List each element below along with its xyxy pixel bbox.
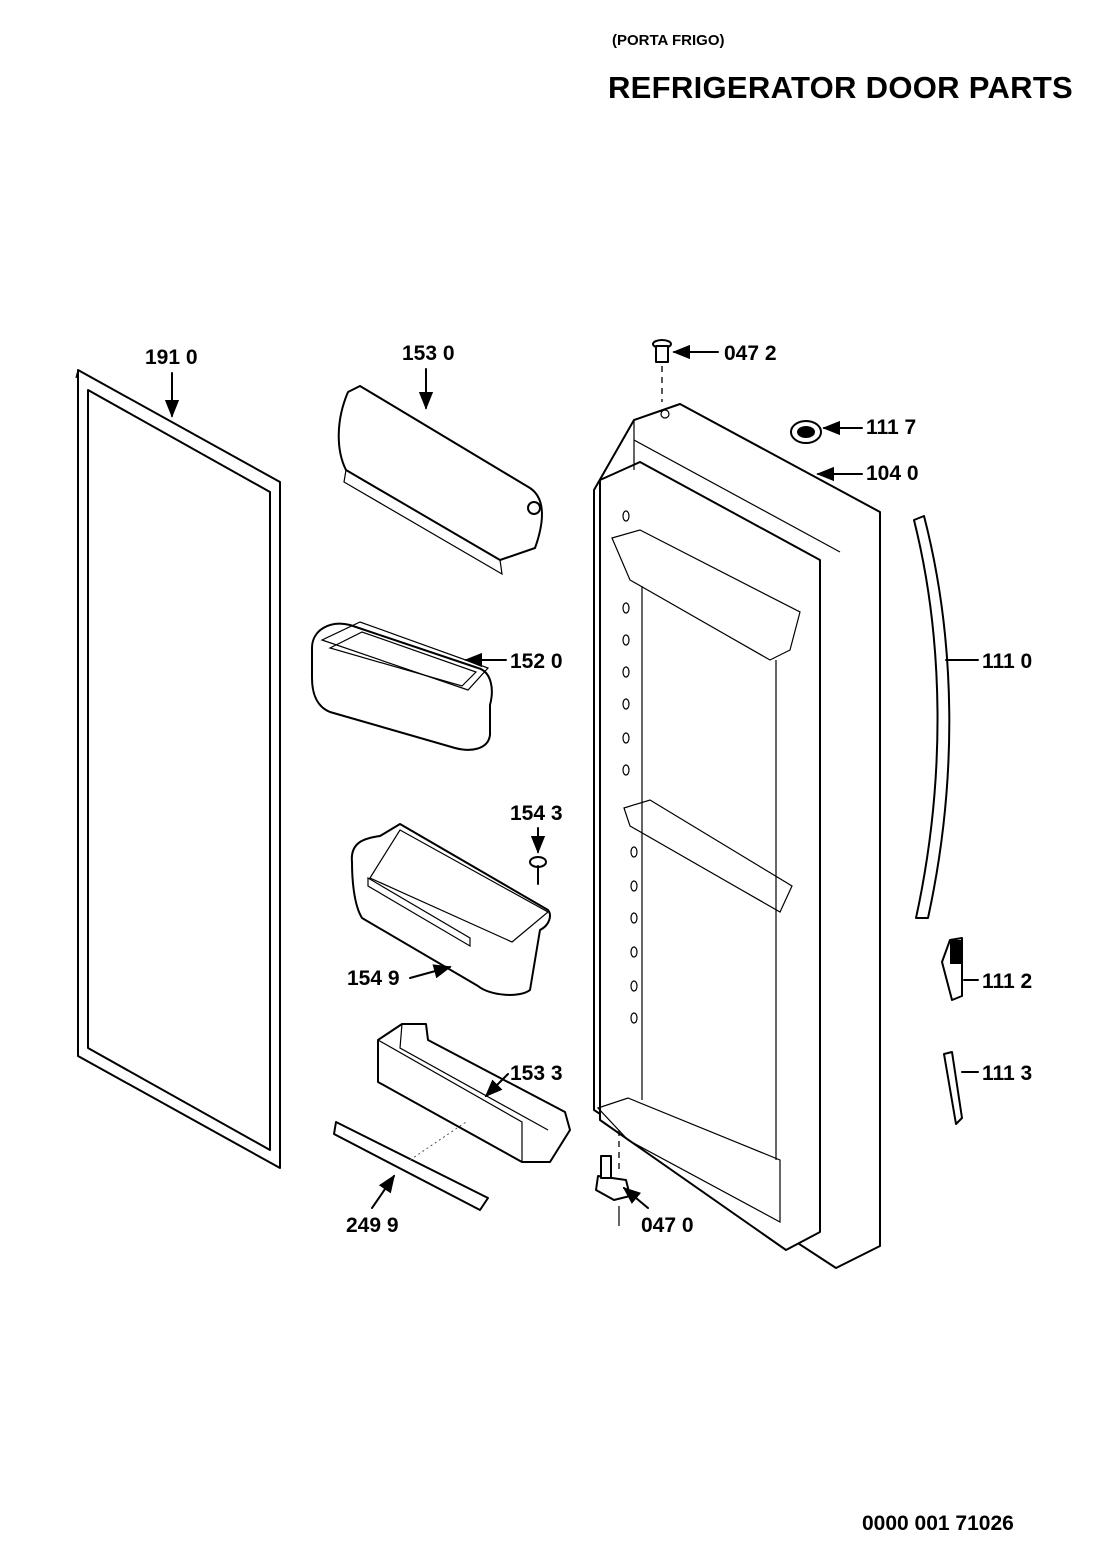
- dairy-cover: [337, 385, 543, 576]
- callout-111-7: 111 7: [866, 416, 916, 439]
- callout-111-2: 111 2: [982, 970, 1032, 993]
- door-handle: [913, 515, 951, 919]
- callout-111-3: 111 3: [982, 1062, 1032, 1085]
- callout-153-0: 153 0: [402, 342, 455, 365]
- callout-154-3: 154 3: [510, 802, 563, 825]
- egg-door-bin: [350, 823, 551, 996]
- callout-249-9: 249 9: [346, 1214, 399, 1237]
- callout-047-2: 047 2: [724, 342, 777, 365]
- callout-arrow: [409, 964, 452, 979]
- handle-cap-upper: [941, 937, 963, 1001]
- callout-047-0: 047 0: [641, 1214, 694, 1237]
- handle-cap-lower: [943, 1051, 963, 1125]
- callout-153-3: 153 3: [510, 1062, 563, 1085]
- top-hinge-pin: [652, 339, 672, 402]
- lower-door-shelf: [377, 1023, 571, 1163]
- callout-152-0: 152 0: [510, 650, 563, 673]
- logo-badge: [790, 420, 822, 444]
- door-gasket: [75, 369, 281, 1169]
- callout-arrow: [371, 1174, 396, 1209]
- callout-111-0: 111 0: [982, 650, 1032, 673]
- diagram-subtitle: (PORTA FRIGO): [612, 32, 725, 49]
- diagram-title: REFRIGERATOR DOOR PARTS: [608, 70, 1074, 105]
- trim-strip: [333, 1121, 489, 1211]
- callout-154-9: 154 9: [347, 967, 400, 990]
- callout-191-0: 191 0: [145, 346, 198, 369]
- callout-arrow: [622, 1186, 649, 1209]
- screw: [529, 856, 547, 885]
- refrigerator-door: [593, 403, 881, 1269]
- callout-104-0: 104 0: [866, 462, 919, 485]
- upper-door-bin: [311, 621, 493, 751]
- bottom-hinge: [595, 1130, 631, 1226]
- document-number: 0000 001 71026: [862, 1512, 1014, 1535]
- callout-arrow: [484, 1073, 509, 1098]
